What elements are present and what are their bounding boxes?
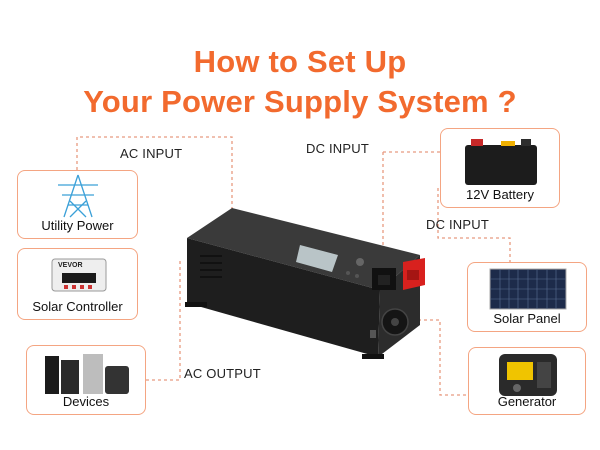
battery-box: 12V Battery (440, 128, 560, 208)
utility-power-box: Utility Power (17, 170, 138, 239)
ac-output-label: AC OUTPUT (184, 366, 261, 381)
dc-input-top-line (382, 151, 440, 265)
dc-input-top-label: DC INPUT (306, 141, 369, 156)
ac-output-line (146, 258, 181, 381)
battery-label: 12V Battery (466, 187, 534, 202)
power-tower-icon (58, 174, 98, 218)
dc-input-right-label: DC INPUT (426, 217, 489, 232)
ac-input-label: AC INPUT (120, 146, 183, 161)
generator-box: Generator (468, 347, 586, 415)
solar-controller-icon (51, 258, 107, 292)
solar-panel-icon (489, 268, 567, 310)
dc-input-right-line (437, 188, 511, 262)
devices-box: Devices (26, 345, 146, 415)
battery-icon (465, 139, 537, 185)
title-line-1: How to Set Up (193, 44, 407, 79)
solar-panel-label: Solar Panel (493, 311, 561, 326)
utility-power-label: Utility Power (41, 218, 114, 233)
solar-controller-label: Solar Controller (32, 299, 123, 314)
solar-panel-box: Solar Panel (467, 262, 587, 332)
home-appliances-icon (45, 354, 129, 394)
generator-line (418, 319, 468, 396)
solar-controller-box: VEVOR Solar Controller (17, 248, 138, 320)
ac-input-line (76, 136, 233, 215)
generator-icon (499, 354, 557, 396)
title-line-2: Your Power Supply System ? (83, 84, 517, 119)
generator-label: Generator (497, 394, 557, 409)
devices-label: Devices (62, 394, 110, 409)
vevor-brand: VEVOR (58, 262, 83, 269)
